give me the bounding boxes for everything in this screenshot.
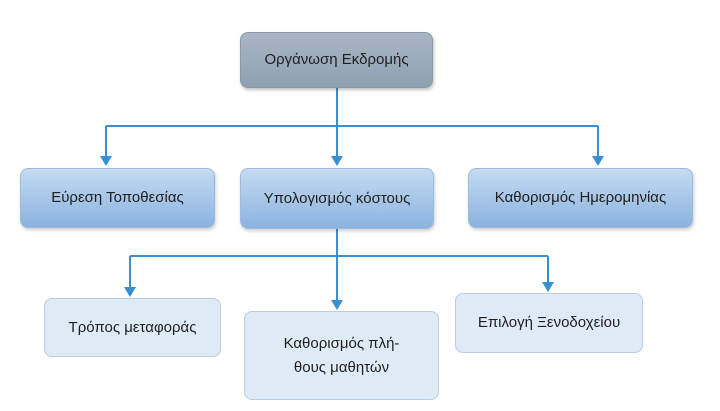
node-find-location-label: Εύρεση Τοποθεσίας <box>51 189 184 206</box>
node-hotel-selection-label: Επιλογή Ξενοδοχείου <box>477 314 621 331</box>
node-student-count-line1: Καθορισμός πλή- <box>283 334 400 352</box>
node-transport-mode: Τρόπος μεταφοράς <box>44 298 221 357</box>
root-node: Οργάνωση Εκδρομής <box>240 32 433 88</box>
node-transport-mode-label: Τρόπος μεταφοράς <box>68 318 197 336</box>
node-cost-calculation: Υπολογισμός κόστους <box>240 168 434 229</box>
node-set-date: Καθορισμός Ημερομηνίας <box>468 168 693 228</box>
node-set-date-label: Καθορισμός Ημερομηνίας <box>494 189 667 206</box>
arrowhead-to-transport <box>124 287 136 297</box>
arrowhead-to-cost <box>331 156 343 166</box>
arrowhead-to-date <box>592 156 604 166</box>
arrowhead-to-location <box>100 156 112 166</box>
node-student-count-line2: θους μαθητών <box>293 358 390 376</box>
node-hotel-selection: Επιλογή Ξενοδοχείου <box>455 293 643 353</box>
node-cost-calculation-label: Υπολογισμός κόστους <box>263 189 411 207</box>
node-student-count: Καθορισμός πλή- θους μαθητών <box>244 311 439 400</box>
node-find-location: Εύρεση Τοποθεσίας <box>20 168 215 228</box>
root-node-label: Οργάνωση Εκδρομής <box>264 51 409 68</box>
arrowhead-to-students <box>331 300 343 310</box>
arrowhead-to-hotel <box>542 282 554 292</box>
